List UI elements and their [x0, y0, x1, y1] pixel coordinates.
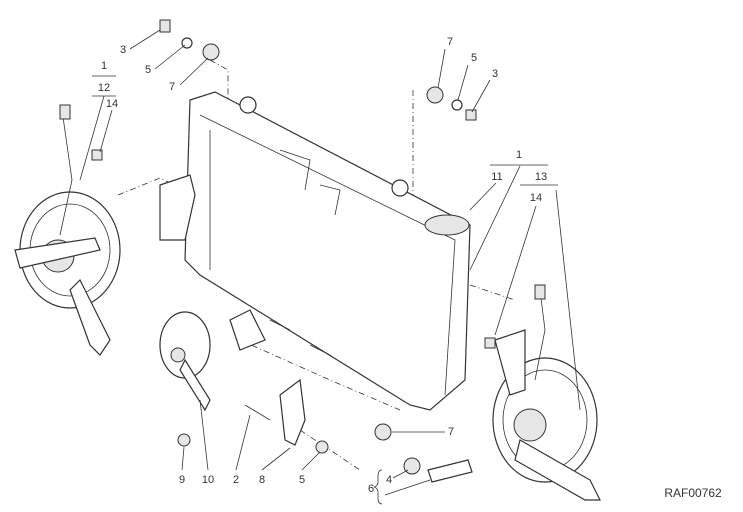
callout-1: 1 [100, 60, 108, 72]
callout-13: 13 [534, 171, 548, 183]
drawing-code: RAF00762 [664, 486, 722, 500]
right-fan [484, 284, 601, 501]
callout-10: 10 [201, 474, 215, 486]
callout-2: 2 [232, 474, 240, 486]
callout-7: 7 [168, 81, 176, 93]
callout-3: 3 [119, 44, 127, 56]
callout-7: 7 [447, 426, 455, 438]
callout-9: 9 [178, 474, 186, 486]
callout-5: 5 [470, 52, 478, 64]
leader-lines [79, 29, 581, 505]
left-fan [14, 104, 121, 356]
callout-11: 11 [491, 171, 503, 183]
callout-8: 8 [258, 474, 266, 486]
callout-5: 5 [144, 64, 152, 76]
callout-6: 6 [367, 483, 375, 495]
horn [159, 311, 211, 412]
radiator [159, 91, 471, 411]
callout-3: 3 [491, 68, 499, 80]
callout-5: 5 [298, 474, 306, 486]
callout-4: 4 [385, 474, 393, 486]
callout-1: 1 [515, 149, 523, 161]
callout-14: 14 [105, 98, 119, 110]
callout-14: 14 [529, 192, 543, 204]
callout-12: 12 [97, 82, 111, 94]
callout-7: 7 [446, 36, 454, 48]
